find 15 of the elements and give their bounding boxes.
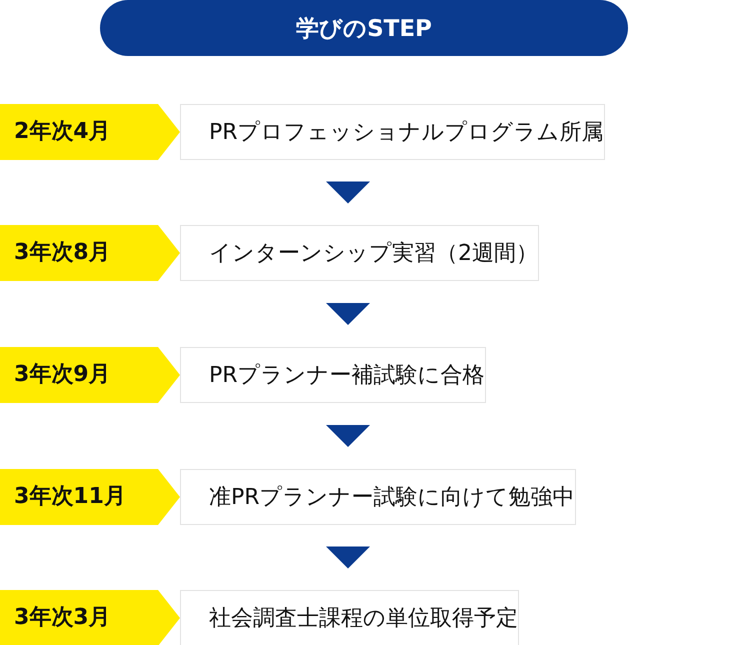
date-tag: 2年次4月: [0, 104, 180, 160]
step-box: PRプランナー補試験に合格: [180, 347, 486, 403]
step-box: 社会調査士課程の単位取得予定: [180, 590, 519, 645]
title-banner: 学びのSTEP: [100, 0, 628, 56]
date-tag: 3年次3月: [0, 590, 180, 645]
arrow: [326, 303, 370, 325]
arrow: [326, 546, 370, 568]
date-tag: 3年次11月: [0, 469, 180, 525]
date-tag: 3年次8月: [0, 225, 180, 281]
step-box: インターンシップ実習（2週間）: [180, 225, 539, 281]
step-box: PRプロフェッショナルプログラム所属: [180, 104, 605, 160]
arrow: [326, 182, 370, 204]
date-tag: 3年次9月: [0, 347, 180, 403]
arrow: [326, 425, 370, 447]
step-box: 准PRプランナー試験に向けて勉強中: [180, 469, 576, 525]
